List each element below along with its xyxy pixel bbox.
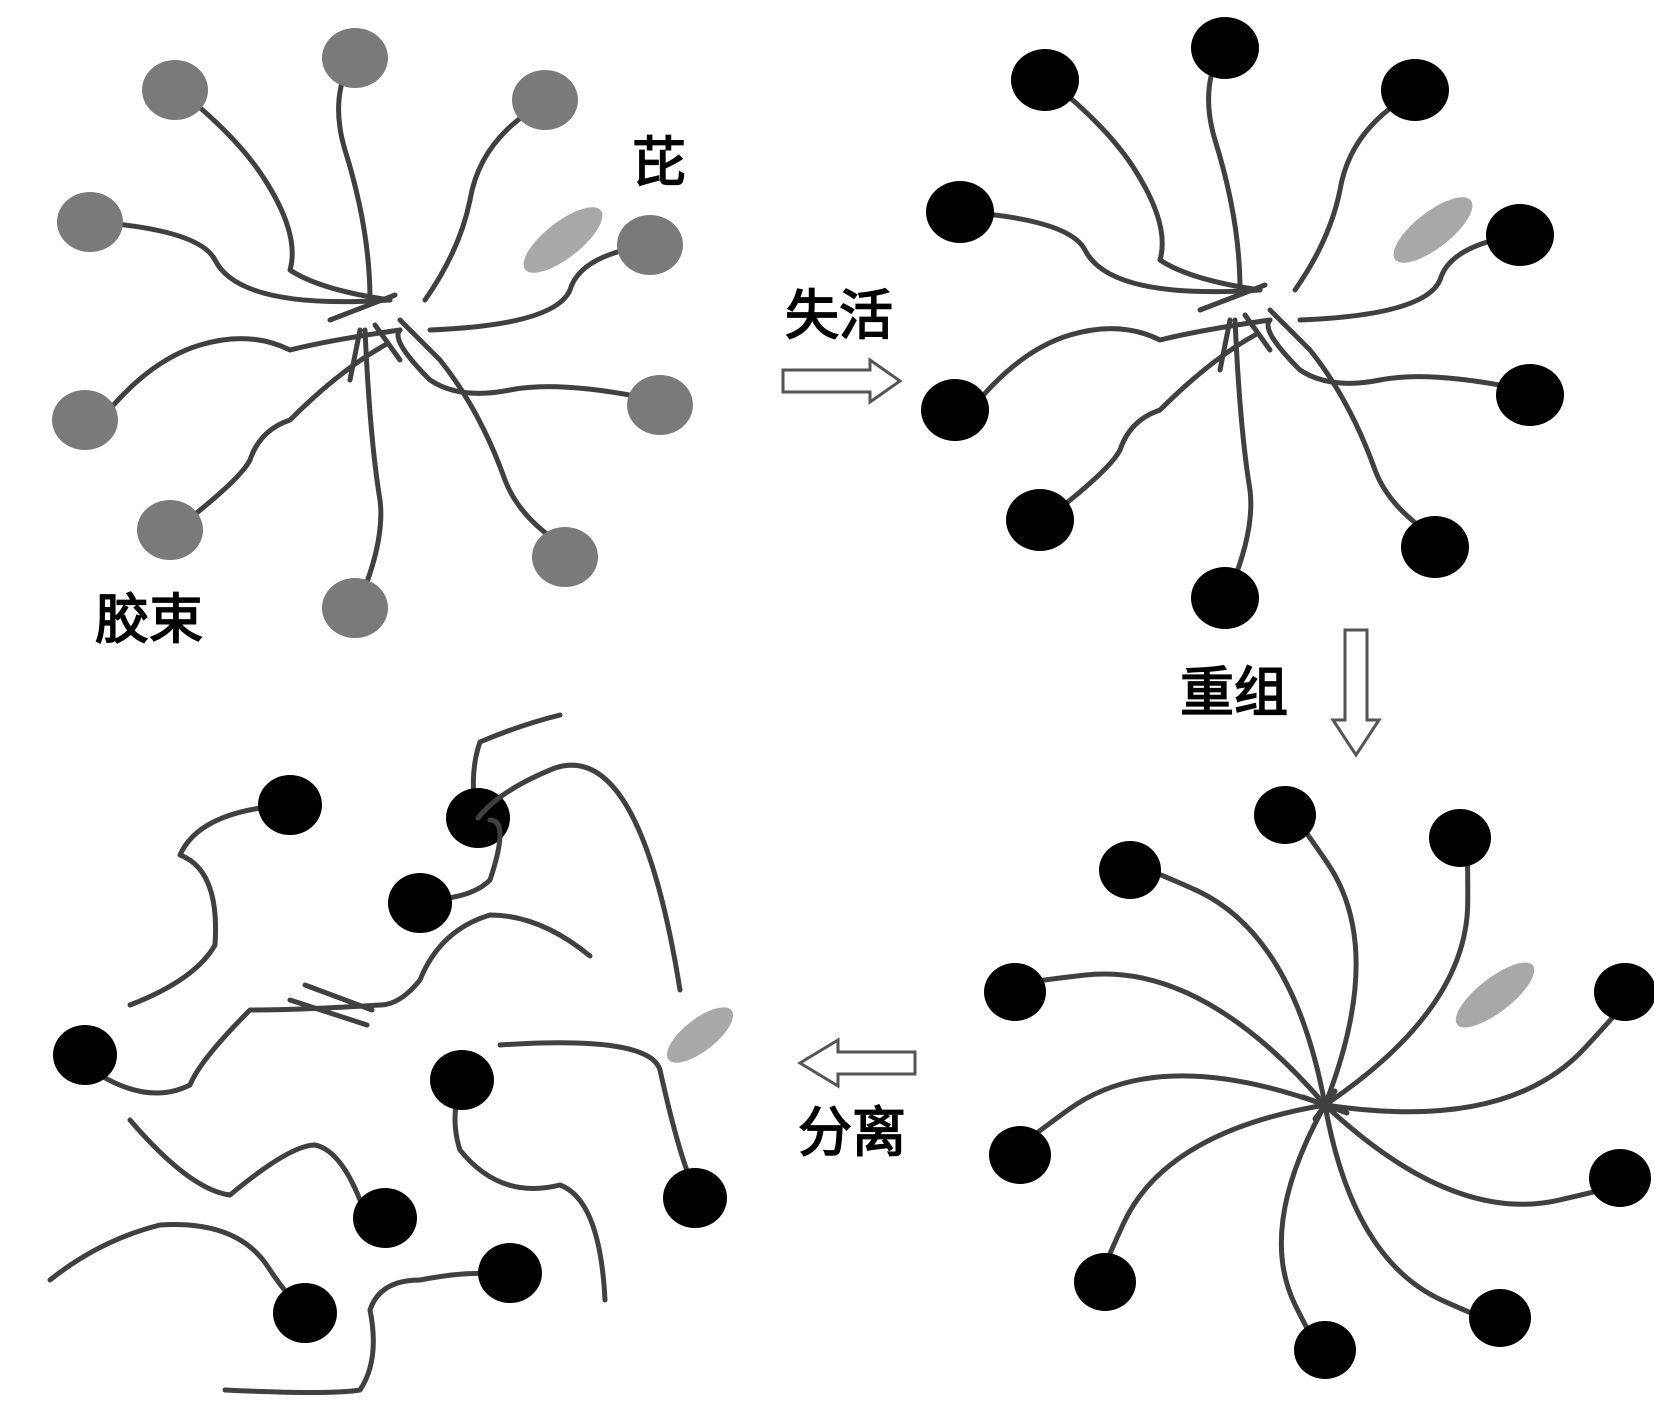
surfactant-tail (427, 242, 653, 333)
surfactant-head (57, 192, 123, 252)
surfactant-head (1294, 1321, 1356, 1379)
surfactant-head (1191, 17, 1259, 79)
surfactant-head (322, 28, 388, 88)
surfactant-head (52, 390, 118, 450)
surfactant-head (430, 1050, 494, 1110)
surfactant-tail (172, 342, 388, 533)
surfactant-head (1496, 364, 1564, 426)
surfactant-tail (452, 1082, 608, 1303)
surfactant-tail (127, 802, 293, 1008)
surfactant-tail (962, 209, 1263, 295)
surfactant-head (627, 375, 693, 435)
surfactant-head (1011, 49, 1079, 111)
surfactant-tail (1267, 307, 1443, 543)
inactivated-micelle (921, 17, 1564, 629)
pyrene-molecule (1455, 962, 1535, 1028)
surfactant-tail (972, 317, 1273, 408)
surfactant-head (512, 70, 578, 130)
surfactant-head (142, 60, 208, 120)
pyrene-molecule (1393, 197, 1473, 263)
inactivated-micelle-body (921, 17, 1564, 629)
pyrene-molecule (523, 207, 603, 273)
surfactant-tail (397, 317, 573, 553)
surfactant-tail (1278, 800, 1359, 1108)
surfactant-tail (222, 1270, 508, 1395)
surfactant-head (388, 873, 452, 933)
inactivation-arrow (781, 357, 903, 405)
surfactant-head (322, 578, 388, 638)
surfactant-tail (1265, 317, 1528, 393)
surfactant-head (1381, 59, 1449, 121)
surfactant-tail (287, 997, 370, 1028)
separation-arrow (797, 1037, 917, 1089)
separated-surfactants (47, 712, 734, 1395)
surfactant-head (532, 527, 598, 587)
surfactant-tail (1322, 823, 1471, 1108)
separation-label: 分离 (798, 1100, 906, 1164)
micelle-core (327, 292, 403, 383)
surfactant-tail (92, 219, 393, 305)
micelle-core (1197, 282, 1273, 373)
surfactant-head (926, 181, 994, 243)
surfactant-head (1429, 809, 1491, 867)
surfactant-tail (1322, 1102, 1512, 1329)
surfactant-tail (1042, 332, 1258, 523)
surfactant-head (1401, 516, 1469, 578)
surfactant-head (273, 1283, 337, 1343)
inactivation-label: 失活 (785, 283, 893, 347)
surfactant-head (984, 963, 1046, 1021)
micelle-core (1300, 1088, 1350, 1122)
surfactant-tail (395, 327, 658, 403)
surfactant-head (617, 215, 683, 275)
surfactant-head (1099, 841, 1161, 899)
surfactant-head (1486, 204, 1554, 266)
surfactant-head (258, 775, 322, 835)
surfactant-tail (1292, 92, 1413, 293)
surfactant-head (478, 1243, 542, 1303)
surfactant-tail (1206, 49, 1243, 293)
regrouping-label: 重组 (1180, 660, 1288, 724)
surfactant-tail (497, 1040, 698, 1193)
regrouping-arrow (1330, 628, 1382, 758)
surfactant-head (1006, 489, 1074, 551)
surfactant-head (989, 1126, 1051, 1184)
micelle-label: 胶束 (95, 587, 203, 651)
surfactant-tail (998, 971, 1328, 1108)
surfactant-head (137, 500, 203, 560)
surfactant-head (1589, 1149, 1651, 1207)
surfactant-tail (97, 912, 593, 1096)
surfactant-head (1191, 567, 1259, 629)
surfactant-tail (127, 1117, 363, 1203)
surfactant-head (663, 1168, 727, 1228)
surfactant-tail (422, 102, 543, 303)
pyrene-label: 芘 (632, 130, 686, 194)
surfactant-head (1254, 786, 1316, 844)
surfactant-head (353, 1188, 417, 1248)
surfactant-tail (182, 92, 393, 303)
surfactant-head (53, 1025, 117, 1085)
surfactant-tail (1093, 1102, 1328, 1294)
surfactant-tail (475, 762, 683, 993)
surfactant-tail (357, 327, 384, 603)
surfactant-head (1594, 963, 1654, 1021)
surfactant-tail (1297, 232, 1523, 323)
surfactant-tail (102, 327, 403, 418)
surfactant-tail (1227, 317, 1254, 593)
process-arrows (781, 357, 1382, 1089)
surfactant-head (1074, 1253, 1136, 1311)
active-micelle (52, 28, 693, 638)
pyrene-molecule (666, 1007, 734, 1063)
surfactant-head (921, 379, 989, 441)
surfactant-tail (1322, 1102, 1636, 1207)
surfactant-tail (1052, 82, 1263, 293)
surfactant-tail (336, 59, 373, 303)
regrouped-micelle (984, 786, 1654, 1379)
surfactant-head (1469, 1289, 1531, 1347)
surfactant-tail (47, 1222, 308, 1313)
